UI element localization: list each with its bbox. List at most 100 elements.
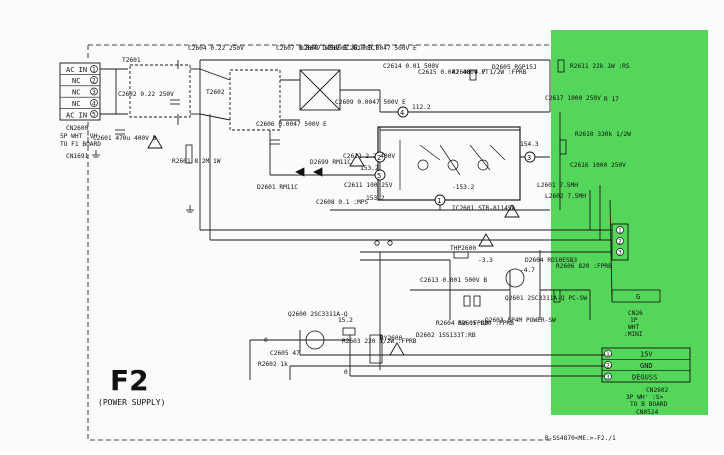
left-pin-num-5: 5 <box>92 111 96 118</box>
label-r2604: R2604 5W :FPRB <box>436 320 488 327</box>
ic-internals <box>399 140 506 190</box>
wires <box>100 59 613 380</box>
label-v1122: 112.2 <box>412 104 431 111</box>
ground-symbols <box>92 150 194 213</box>
left-pin-num-3: 3 <box>92 89 96 96</box>
label-c2612: C2612 2.2 400V <box>343 153 395 160</box>
label-c2617: C2617 1000 250V <box>545 95 601 102</box>
rbottom-desc-3: TO B BOARD <box>630 401 668 408</box>
footer-code: B-SS4870<ME.>-F2./1 <box>545 435 616 442</box>
label-c2601: C2601 470u 400V B <box>93 135 157 142</box>
label-d2605: D2605 RGP15J <box>492 64 537 71</box>
label-ry2600: RY2600 <box>380 335 403 342</box>
node-numbers: 2 5 4 3 1 <box>377 109 531 205</box>
page-subtitle: (POWER SUPPLY) <box>98 398 165 407</box>
label-l2601: L2601 7.5MH <box>537 182 578 189</box>
node-circles <box>374 106 536 206</box>
left-pin-num-1: 1 <box>92 66 96 73</box>
page-title: F2 <box>110 364 149 397</box>
right-connector-bottom: 1 2 3 15V GND DEGUSS CN2602 3P WH' :S> T… <box>601 347 691 416</box>
left-connector: AC IN NC NC NC AC IN 1 2 3 4 5 CN2600 5P… <box>59 62 101 160</box>
left-connector-desc-2: 5P WHT :VH <box>60 133 98 140</box>
label-r2606: R2606 820 :FPRB <box>556 263 612 270</box>
label-v1543: 154.3 <box>520 141 539 148</box>
rbottom-desc-1: CN2602 <box>646 387 669 394</box>
left-pin-label-2: NC <box>72 77 80 85</box>
label-ic2601: IC2601 STR-81145A <box>452 205 516 212</box>
label-vneg47: -4.7 <box>520 267 535 274</box>
label-t2601: T2601 <box>122 57 141 64</box>
label-c2616: C2616 1000 250V <box>570 162 626 169</box>
label-r2603: R2603 220 1/2W :FPRB <box>342 338 417 345</box>
rbottom-desc-4: CN0524 <box>636 409 659 416</box>
label-c2610: C2610 0.0047 500V E <box>346 45 417 52</box>
svg-text:3: 3 <box>527 154 531 162</box>
cn26-l2: 1P <box>630 317 638 324</box>
label-d2699: D2699 RM11C <box>310 159 351 166</box>
label-t2602: T2602 <box>206 89 225 96</box>
label-v0: 0 <box>264 337 268 344</box>
left-connector-desc-3: TO F1 BOARD <box>60 141 101 148</box>
rtop-pin-3: 3 <box>618 249 622 256</box>
label-c2608: C2608 0.1 :MPS <box>316 199 368 206</box>
cn26-l4: :MINI <box>624 331 643 338</box>
cn26-l3: WHT <box>628 324 639 331</box>
svg-text:1: 1 <box>437 197 441 205</box>
highlight-region <box>551 30 708 415</box>
label-c2615: C2615 0.047 400V PT <box>418 69 489 76</box>
label-v1532b: -153.2 <box>452 184 475 191</box>
label-thp: THP2600 <box>450 245 476 252</box>
label-c2604: C2604 0.22 250V <box>188 45 244 52</box>
label-d2600: D2600 D4SB60L AC-RECT <box>300 45 379 52</box>
component-labels: C2604 0.22 250V C2607 0.0047 500V E D260… <box>93 45 631 376</box>
title-block: F2 (POWER SUPPLY) <box>98 364 165 407</box>
label-c2613: C2613 0.001 500V B <box>420 277 487 284</box>
left-connector-desc-1: CN2600 <box>66 125 89 132</box>
label-r2611: R2611 22k 1W :RS <box>570 63 630 70</box>
label-q2600: Q2600 2SC3311A-Q <box>288 311 348 318</box>
svg-text:2: 2 <box>377 154 381 162</box>
rbottom-pin-label-3: DEGUSS <box>632 374 657 382</box>
component-symbols <box>115 59 567 364</box>
label-c2611: C2611 100 25V <box>344 182 393 189</box>
label-r2602: R2602 1k <box>258 361 288 368</box>
left-pin-label-4: NC <box>72 100 80 108</box>
warning-icons <box>147 135 520 356</box>
label-v1532: 153.2 <box>360 165 379 172</box>
label-c2614: C2614 0.01 500V <box>383 63 439 70</box>
label-l2602: L2602 7.5MH <box>545 193 586 200</box>
left-pin-num-4: 4 <box>92 100 96 107</box>
rbottom-pin-num-3: 3 <box>606 374 610 381</box>
label-vneg33: -3.3 <box>478 257 493 264</box>
label-r2605: R2605 820 :FPRB <box>458 320 514 327</box>
label-c2602: C2602 0.22 250V <box>118 91 174 98</box>
left-pin-label-5: AC IN <box>66 112 87 120</box>
board-outline <box>87 44 552 441</box>
rbottom-pin-label-2: GND <box>640 362 653 370</box>
label-c2609: C2609 0.0047 500V E <box>335 99 406 106</box>
left-pin-label-3: NC <box>72 89 80 97</box>
label-q2601: Q2601 2SC3311A-Q PC-SW <box>505 295 587 302</box>
rtop-pin-1: 1 <box>618 227 622 234</box>
label-d2604: D2604 RD10ESB3 <box>525 257 577 264</box>
left-connector-desc-4: CN1691 <box>66 153 89 160</box>
svg-text:5: 5 <box>377 172 381 180</box>
label-r2608: R2608 4.7 1/2W :FPRB <box>452 69 527 76</box>
label-r2601: R2601 8.2M 1W <box>172 158 221 165</box>
label-d2602: D2602 1SS133T:RB <box>416 332 476 339</box>
cn26-g-label: G <box>636 293 640 301</box>
label-c2607: C2607 0.0047 500V E <box>276 45 347 52</box>
left-pin-label-1: AC IN <box>66 66 87 74</box>
rbottom-desc-2: 3P WH' :S> <box>626 394 664 401</box>
label-v0b: 0 <box>344 369 348 376</box>
label-d2601: D2601 RM11C <box>257 184 298 191</box>
label-q2603: Q2603 SP4M POWER-SW <box>485 317 556 324</box>
label-v152: 15.2 <box>338 317 353 324</box>
cn26-l1: CN26 <box>628 310 643 317</box>
svg-text:4: 4 <box>400 109 404 117</box>
rtop-pin-2: 2 <box>618 238 622 245</box>
label-l-hint: R 17 <box>604 96 619 103</box>
label-c2606: C2606 0.0047 500V E <box>256 121 327 128</box>
